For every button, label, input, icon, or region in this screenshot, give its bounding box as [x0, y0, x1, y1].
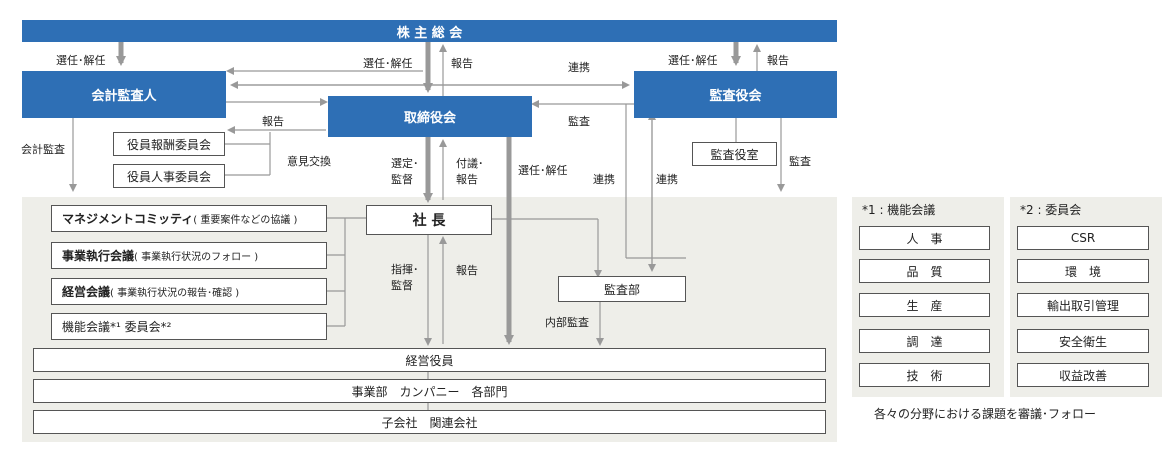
committee-item-label: 収益改善 — [1058, 368, 1107, 383]
nomination-committee-box: 役員人事委員会 — [113, 164, 225, 188]
subsidiaries-box: 子会社 関連会社 — [33, 410, 826, 434]
shareholders-label: 株 主 総 会 — [396, 25, 463, 41]
officers-label: 経営役員 — [405, 353, 454, 368]
label-report-submit: 報告 — [456, 173, 478, 186]
label-cooperation-b: 連携 — [656, 173, 678, 186]
internal-audit-box: 監査部 — [558, 276, 686, 302]
internal-audit-label: 監査部 — [603, 282, 640, 297]
label-supervise-2: 監督 — [391, 279, 413, 292]
audit-office-box: 監査役室 — [692, 142, 777, 166]
label-elect-center: 選任･解任 — [363, 57, 413, 70]
functional-item: 品 質 — [859, 259, 990, 283]
president-box: 社 長 — [366, 205, 492, 235]
label-report-left: 報告 — [262, 115, 284, 128]
label-cooperation-a: 連携 — [593, 173, 615, 186]
functional-item: 調 達 — [859, 329, 990, 353]
label-submit: 付議･ — [456, 157, 484, 170]
committees-title: *2 : 委員会 — [1020, 203, 1082, 217]
audit-office-label: 監査役室 — [710, 147, 759, 162]
committee-item: 安全衛生 — [1017, 329, 1149, 353]
audit-board-box: 監査役会 — [634, 71, 837, 118]
committee-item: 収益改善 — [1017, 363, 1149, 387]
footnote-text: 各々の分野における課題を審議･フォロー — [874, 407, 1097, 421]
committee-item: CSR — [1017, 226, 1149, 250]
label-report-board: 報告 — [451, 57, 473, 70]
compensation-committee-box: 役員報酬委員会 — [113, 132, 225, 156]
functional-committee-box: 機能会議*¹ 委員会*² — [51, 313, 327, 340]
label-elect-audit: 選任･解任 — [668, 54, 718, 67]
label-supervise: 監督 — [391, 173, 413, 186]
functional-item-label: 生 産 — [906, 298, 943, 313]
business-execution-sub: ( 事業執行状況のフォロー ) — [134, 252, 259, 263]
label-elect-auditor: 選任･解任 — [56, 54, 106, 67]
functional-committee-label: 機能会議*¹ 委員会*² — [62, 320, 172, 334]
label-audit-mid: 監査 — [568, 115, 590, 128]
accounting-auditor-box: 会計監査人 — [22, 71, 226, 118]
label-audit-right: 監査 — [789, 155, 811, 168]
label-elect-officers: 選任･解任 — [518, 164, 568, 177]
functional-item-label: 品 質 — [906, 264, 943, 279]
label-report-audit: 報告 — [767, 54, 789, 67]
nomination-committee-label: 役員人事委員会 — [126, 169, 211, 184]
compensation-committee-label: 役員報酬委員会 — [126, 137, 211, 152]
officers-box: 経営役員 — [33, 348, 826, 372]
committee-item-label: CSR — [1070, 231, 1096, 245]
label-select: 選定･ — [391, 157, 419, 170]
label-cooperation-top: 連携 — [568, 61, 590, 74]
management-meeting-sub: ( 事業執行状況の報告･確認 ) — [110, 288, 240, 299]
board-box: 取締役会 — [328, 96, 532, 137]
management-committee-sub: ( 重要案件などの協議 ) — [193, 215, 298, 226]
functional-item: 人 事 — [859, 226, 990, 250]
functional-item-label: 調 達 — [906, 334, 943, 349]
committee-item-label: 輸出取引管理 — [1046, 298, 1119, 313]
audit-board-label: 監査役会 — [709, 89, 762, 104]
functional-item: 生 産 — [859, 293, 990, 317]
management-committee-label: マネジメントコミッティ — [62, 212, 194, 226]
label-internal-audit: 内部監査 — [545, 316, 589, 329]
committee-item: 環 境 — [1017, 259, 1149, 283]
shareholders-meeting-box: 株 主 総 会 — [22, 20, 837, 42]
management-meeting-box: 経営会議 ( 事業執行状況の報告･確認 ) — [51, 278, 327, 305]
label-opinion-exchange: 意見交換 — [287, 155, 331, 168]
divisions-box: 事業部 カンパニー 各部門 — [33, 379, 826, 403]
functional-item: 技 術 — [859, 363, 990, 387]
committee-item-label: 環 境 — [1064, 264, 1101, 279]
functional-item-label: 人 事 — [906, 231, 943, 246]
functional-item-label: 技 術 — [906, 368, 943, 383]
business-execution-label: 事業執行会議 — [62, 249, 135, 263]
accounting-auditor-label: 会計監査人 — [91, 89, 157, 104]
committee-item-label: 安全衛生 — [1058, 334, 1107, 349]
business-execution-box: 事業執行会議 ( 事業執行状況のフォロー ) — [51, 242, 327, 269]
label-report-president: 報告 — [456, 264, 478, 277]
divisions-label: 事業部 カンパニー 各部門 — [351, 384, 508, 399]
committee-item: 輸出取引管理 — [1017, 293, 1149, 317]
management-committee-box: マネジメントコミッティ ( 重要案件などの協議 ) — [51, 205, 327, 232]
subsidiaries-label: 子会社 関連会社 — [381, 415, 478, 430]
board-label: 取締役会 — [403, 111, 456, 126]
label-direct: 指揮･ — [391, 263, 419, 276]
label-accounting-audit: 会計監査 — [21, 143, 65, 156]
management-meeting-label: 経営会議 — [62, 285, 111, 299]
functional-title: *1 : 機能会議 — [862, 203, 936, 217]
president-label: 社 長 — [412, 213, 446, 229]
